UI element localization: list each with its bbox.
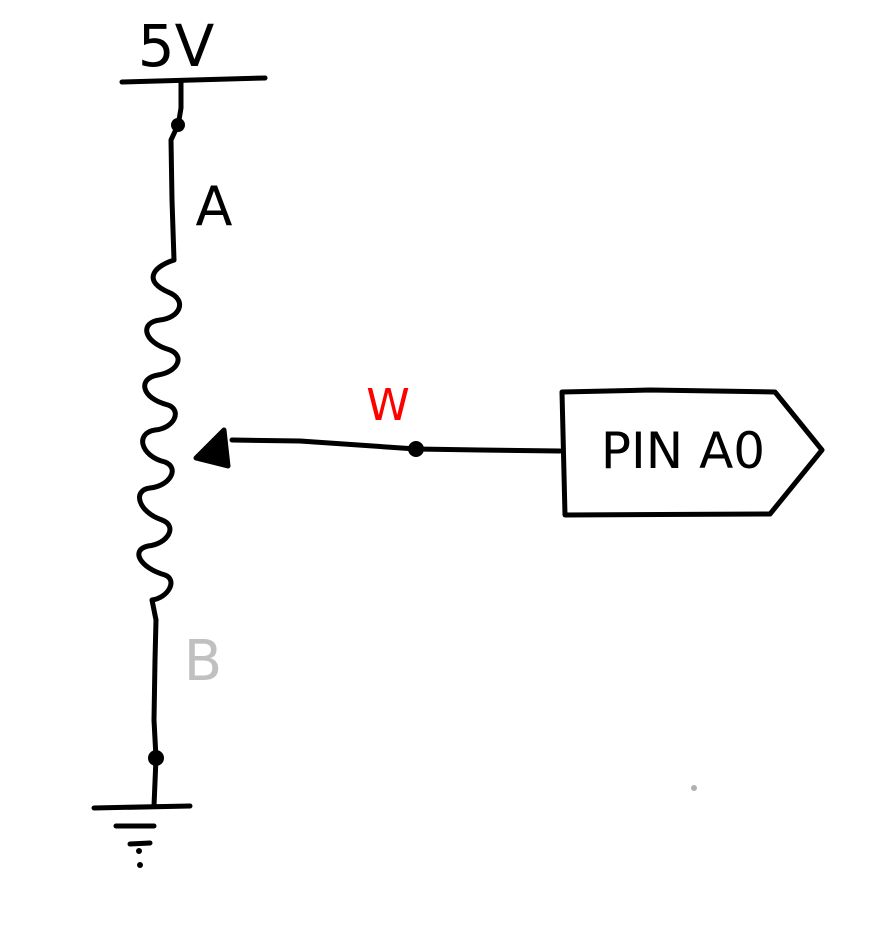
terminal-a-label: A xyxy=(196,175,233,238)
terminal-a-wire xyxy=(168,122,181,263)
wiper-wire xyxy=(229,437,563,454)
terminal-b-wire xyxy=(151,617,159,761)
supply-rail xyxy=(119,75,268,85)
ground-icon xyxy=(91,755,193,868)
pin-a0-box xyxy=(559,387,825,518)
wiper-label: W xyxy=(366,380,410,431)
wiper-node xyxy=(408,441,424,457)
pin-a0-label: PIN A0 xyxy=(601,422,765,480)
potentiometer-resistor xyxy=(136,257,183,623)
stray-dot xyxy=(691,785,697,791)
wiper-arrow xyxy=(193,427,231,469)
supply-label: 5V xyxy=(138,12,215,80)
terminal-b-label: B xyxy=(184,629,222,694)
